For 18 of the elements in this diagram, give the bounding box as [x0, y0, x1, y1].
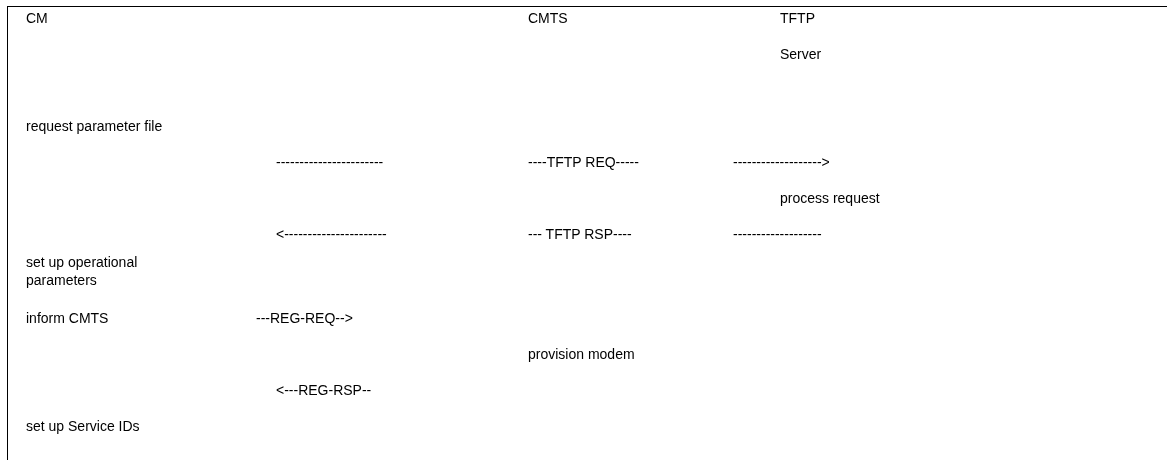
text-label: inform CMTS [26, 309, 109, 327]
text-label: provision modem [528, 345, 635, 363]
text-label: ---REG-REQ--> [256, 309, 353, 327]
text-label: TFTP [780, 9, 815, 27]
text-label: CMTS [528, 9, 568, 27]
text-label: ----------------------- [276, 153, 384, 171]
text-label: --- TFTP RSP---- [528, 225, 632, 243]
text-label: ----TFTP REQ----- [528, 153, 639, 171]
text-label: CM [26, 9, 48, 27]
text-label: set up operational parameters [26, 253, 139, 289]
text-label: <---------------------- [276, 225, 387, 243]
text-label: <---REG-RSP-- [276, 381, 372, 399]
text-label: Server [780, 45, 822, 63]
text-label: request parameter file [26, 117, 163, 135]
text-label: ------------------- [733, 225, 822, 243]
text-label: set up Service IDs [26, 417, 140, 435]
text-label: -------------------> [733, 153, 830, 171]
text-label: process request [780, 189, 880, 207]
